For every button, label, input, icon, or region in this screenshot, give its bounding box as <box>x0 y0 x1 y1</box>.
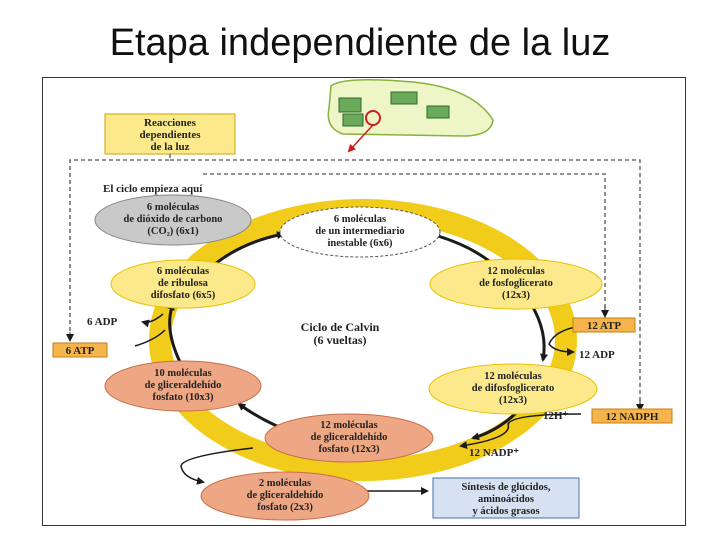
gald2-line-3: fosfato (2x3) <box>257 502 313 513</box>
center-title: Ciclo de Calvin <box>301 320 380 334</box>
atp12-box <box>572 317 636 333</box>
light-reactions-line-1: Reacciones <box>144 117 197 129</box>
node-co2: 6 moléculas de dióxido de carbono (CO₂) … <box>94 194 252 246</box>
gald10-line-1: 10 moléculas <box>154 368 211 379</box>
h12-label: 12H⁺ <box>543 410 569 422</box>
co2-line-2: de dióxido de carbono <box>124 214 223 225</box>
calvin-cycle-figure: Reacciones dependientes de la luz El cic… <box>42 77 686 526</box>
light-reactions-line-2: dependientes <box>139 129 201 141</box>
synthesis-line-3: y ácidos grasos <box>472 506 539 517</box>
adp6-label: 6 ADP <box>87 316 118 328</box>
adp12-label: 12 ADP <box>579 349 615 361</box>
nadph12-label: 12 NADPH <box>606 411 659 423</box>
node-intermediate: 6 moléculas de un intermediario inestabl… <box>279 206 441 258</box>
node-fosfoglicerato: 12 moléculas de fosfoglicerato (12x3) <box>429 258 603 310</box>
atp12-label: 12 ATP <box>587 320 622 332</box>
dpga-line-2: de difosfoglicerato <box>472 383 555 394</box>
node-gliceraldehido-12: 12 moléculas de gliceraldehído fosfato (… <box>264 413 434 463</box>
intermediate-line-1: 6 moléculas <box>334 214 386 225</box>
synthesis-line-1: Síntesis de glúcidos, <box>462 482 551 493</box>
rubp-line-3: difosfato (6x5) <box>151 290 216 301</box>
gald12-line-2: de gliceraldehído <box>311 432 388 443</box>
node-gliceraldehido-2: 2 moléculas de gliceraldehído fosfato (2… <box>200 471 370 521</box>
dpga-line-3: (12x3) <box>499 395 527 406</box>
gald10-line-3: fosfato (10x3) <box>153 392 214 403</box>
side-arrows <box>134 313 582 495</box>
rubp-line-2: de ribulosa <box>158 278 209 289</box>
pga-line-2: de fosfoglicerato <box>479 278 553 289</box>
synthesis-line-2: aminoácidos <box>478 494 534 505</box>
gald10-line-2: de gliceraldehído <box>145 380 222 391</box>
nadp12-label: 12 NADP⁺ <box>469 447 519 459</box>
start-label: El ciclo empieza aquí <box>103 183 203 195</box>
pga-line-1: 12 moléculas <box>487 266 544 277</box>
atp6-box <box>52 342 108 358</box>
intermediate-line-3: inestable (6x6) <box>327 238 393 249</box>
calvin-cycle-diagram: Reacciones dependientes de la luz El cic… <box>52 79 673 521</box>
nadph12-box <box>591 408 673 424</box>
atp6-label: 6 ATP <box>66 345 95 357</box>
node-gliceraldehido-10: 10 moléculas de gliceraldehído fosfato (… <box>104 360 262 412</box>
co2-line-3: (CO₂) (6x1) <box>147 226 199 237</box>
rubp-line-1: 6 moléculas <box>157 266 209 277</box>
gald2-line-2: de gliceraldehído <box>247 490 324 501</box>
node-ribulosa: 6 moléculas de ribulosa difosfato (6x5) <box>110 259 256 309</box>
intermediate-line-2: de un intermediario <box>315 226 404 237</box>
chloroplast-illustration <box>327 79 494 153</box>
dashed-connectors <box>69 154 641 408</box>
pga-line-3: (12x3) <box>502 290 530 301</box>
gald2-line-1: 2 moléculas <box>259 478 311 489</box>
dpga-line-1: 12 moléculas <box>484 371 541 382</box>
synthesis-box: Síntesis de glúcidos, aminoácidos y ácid… <box>432 477 580 519</box>
gald12-line-1: 12 moléculas <box>320 420 377 431</box>
gald12-line-3: fosfato (12x3) <box>319 444 380 455</box>
light-reactions-line-3: de la luz <box>150 141 189 153</box>
co2-line-1: 6 moléculas <box>147 202 199 213</box>
slide-title: Etapa independiente de la luz <box>109 22 611 64</box>
center-subtitle: (6 vueltas) <box>314 333 367 347</box>
node-difosfoglicerato: 12 moléculas de difosfoglicerato (12x3) <box>428 363 598 415</box>
